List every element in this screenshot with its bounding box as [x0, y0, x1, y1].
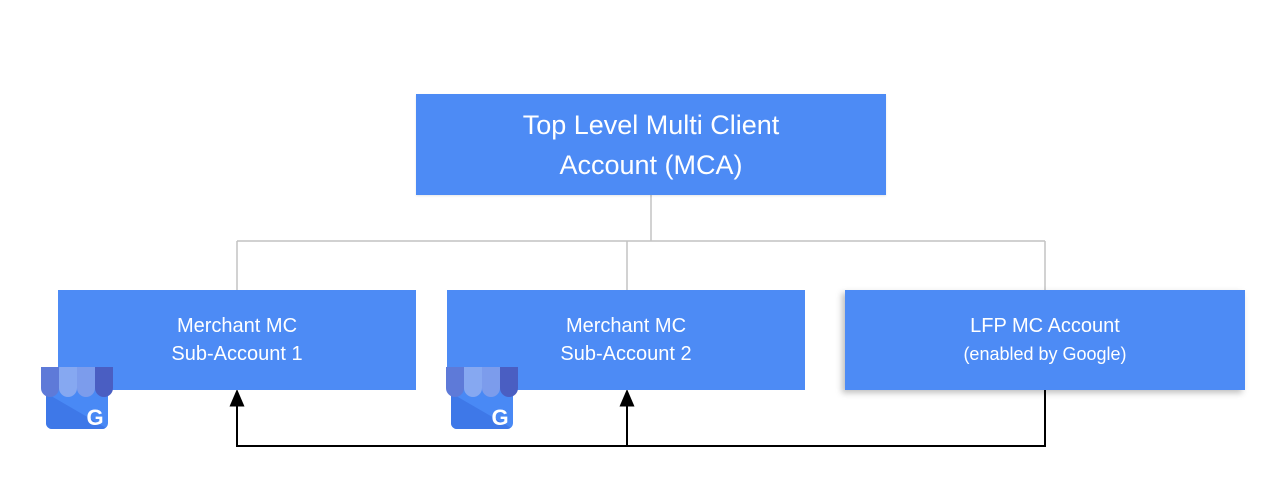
- google-business-profile-icon: [41, 366, 113, 430]
- node-top-level-mca: Top Level Multi Client Account (MCA): [416, 94, 886, 195]
- node-label-line1: Top Level Multi Client: [522, 109, 780, 140]
- feed-line-lfp-to-sub1: [236, 390, 1046, 447]
- node-label-line1: Merchant MC: [176, 315, 298, 337]
- node-label-line2: Account (MCA): [559, 149, 743, 180]
- google-business-profile-icon: [446, 366, 518, 430]
- node-label-line1: Merchant MC: [565, 315, 687, 337]
- node-merchant-sub-account-1: Merchant MC Sub-Account 1: [58, 290, 416, 390]
- node-label-line2: Sub-Account 2: [560, 343, 692, 365]
- node-label-line2: (enabled by Google): [963, 344, 1127, 364]
- lfp-feed-lines: [236, 390, 1046, 447]
- arrowhead-to-sub1: [229, 389, 245, 407]
- hierarchy-connectors: [236, 195, 1046, 290]
- feed-arrowheads: [229, 389, 635, 407]
- node-label-line1: LFP MC Account: [970, 315, 1120, 337]
- arrowhead-to-sub2: [619, 389, 635, 407]
- node-lfp-mc-account: LFP MC Account (enabled by Google): [845, 290, 1245, 390]
- node-label-line2: Sub-Account 1: [171, 343, 303, 365]
